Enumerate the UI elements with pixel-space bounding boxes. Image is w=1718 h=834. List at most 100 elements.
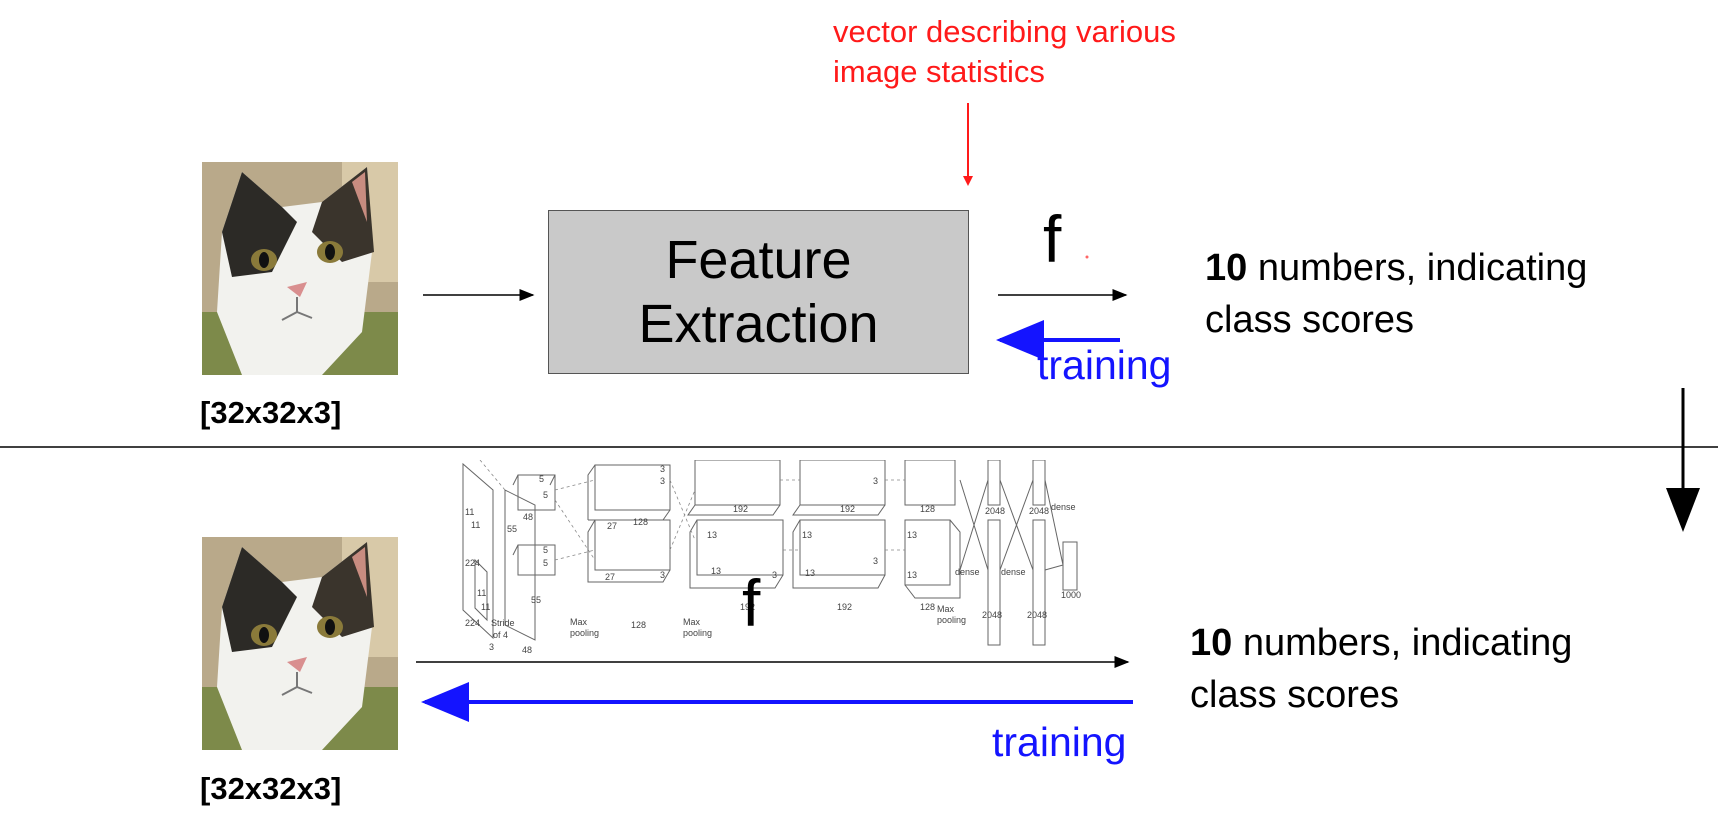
net-label-dense1: dense	[955, 567, 980, 577]
conv3-bottom-block	[689, 519, 784, 589]
net-label-2048b: 2048	[1029, 506, 1049, 516]
conv4-bottom-block	[792, 519, 886, 589]
net-label-3c: 3	[660, 476, 665, 486]
net-label-128b: 128	[631, 620, 646, 630]
feature-extraction-box: Feature Extraction	[548, 210, 969, 374]
net-label-dense3: dense	[1051, 502, 1076, 512]
net-label-maxpool3a: Max	[937, 604, 955, 614]
net-label-2048a: 2048	[985, 506, 1005, 516]
net-label-of4: of 4	[493, 630, 508, 640]
net-label-192b: 192	[740, 602, 755, 612]
net-label-55a: 55	[507, 524, 517, 534]
bottom-training-label: training	[992, 719, 1127, 765]
net-label-3e: 3	[772, 570, 777, 580]
dashed-connections	[479, 460, 905, 561]
net-label-maxpool1a: Max	[570, 617, 588, 627]
net-label-27a: 27	[607, 521, 617, 531]
net-label-2048c: 2048	[982, 610, 1002, 620]
net-label-5b: 5	[543, 490, 548, 500]
net-label-13b: 13	[711, 566, 721, 576]
annotation-line-1: vector describing various	[833, 14, 1176, 49]
net-label-128c: 128	[920, 504, 935, 514]
net-label-11d: 11	[481, 602, 490, 612]
input-volume	[462, 462, 494, 640]
conv1-lower	[512, 544, 556, 576]
input-volume-front	[474, 558, 488, 622]
bottom-function-label: f	[742, 566, 761, 640]
net-label-maxpool1b: pooling	[570, 628, 599, 638]
net-label-27b: 27	[605, 572, 615, 582]
conv2-bottom-block	[587, 519, 671, 583]
net-label-11a: 11	[465, 507, 474, 517]
net-label-192c: 192	[840, 504, 855, 514]
net-label-3a: 3	[489, 642, 494, 652]
feature-vector-annotation: vector describing various image statisti…	[833, 12, 1253, 92]
net-label-maxpool2a: Max	[683, 617, 701, 627]
transition-arrowhead	[1666, 488, 1700, 532]
feature-extraction-line-1: Feature	[665, 230, 852, 290]
bottom-output-count: 10	[1190, 622, 1233, 664]
net-label-5d: 5	[543, 558, 548, 568]
net-label-3b: 3	[660, 464, 665, 474]
dense-column-2-bottom	[1032, 519, 1046, 646]
top-output-text-1: numbers, indicating	[1247, 247, 1588, 289]
net-label-1000: 1000	[1061, 590, 1081, 600]
net-label-224a: 224	[465, 558, 480, 568]
bottom-output-text-1: numbers, indicating	[1232, 622, 1573, 664]
conv3-top-block	[687, 460, 781, 516]
dense-column-1-top	[987, 460, 1001, 506]
net-label-11b: 11	[471, 520, 480, 530]
net-label-13a: 13	[707, 530, 717, 540]
conv2-top-block	[587, 464, 671, 521]
conv4-top-block	[792, 460, 886, 516]
conv5-top-block	[904, 460, 956, 506]
cat-image-top	[202, 162, 398, 375]
net-label-11c: 11	[477, 588, 486, 598]
conv1-volume	[504, 489, 536, 641]
dense-column-2-top	[1032, 460, 1046, 506]
net-label-55b: 55	[531, 595, 541, 605]
net-label-48a: 48	[523, 512, 533, 522]
top-output-text-2: class scores	[1205, 299, 1415, 341]
top-output-count: 10	[1205, 247, 1248, 289]
net-label-stride: Stride	[491, 618, 515, 628]
net-label-13d: 13	[805, 568, 815, 578]
bottom-input-size-label: [32x32x3]	[200, 771, 342, 806]
net-label-224b: 224	[465, 618, 480, 628]
feature-extraction-line-2: Extraction	[638, 294, 879, 354]
net-label-maxpool3b: pooling	[937, 615, 966, 625]
annotation-line-2: image statistics	[833, 54, 1045, 89]
net-label-192d: 192	[837, 602, 852, 612]
top-output-description: 10 numbers, indicating class scores	[1205, 242, 1587, 346]
top-input-size-label: [32x32x3]	[200, 395, 342, 430]
top-training-label: training	[1037, 342, 1172, 388]
net-label-3g: 3	[873, 556, 878, 566]
net-label-3d: 3	[660, 570, 665, 580]
net-label-2048d: 2048	[1027, 610, 1047, 620]
net-label-128d: 128	[920, 602, 935, 612]
top-function-label: f	[1043, 202, 1062, 276]
net-label-13c: 13	[802, 530, 812, 540]
stray-dot	[1085, 255, 1089, 259]
net-label-dense2: dense	[1001, 567, 1026, 577]
net-label-13f: 13	[907, 570, 917, 580]
net-label-13e: 13	[907, 530, 917, 540]
output-column	[1062, 541, 1078, 591]
net-label-48b: 48	[522, 645, 532, 655]
net-label-maxpool2b: pooling	[683, 628, 712, 638]
annotation-arrowhead	[963, 176, 973, 186]
cnn-architecture-diagram: 11 11 224 11 11 224 Stride of 4 3 48 5 5…	[462, 460, 1081, 655]
net-label-192a: 192	[733, 504, 748, 514]
conv1-top	[512, 474, 556, 511]
net-label-3f: 3	[873, 476, 878, 486]
conv5-bottom-block	[904, 519, 961, 599]
dense-connections	[959, 479, 1064, 571]
cat-image-bottom	[202, 537, 398, 750]
dense-column-1-bottom	[987, 519, 1001, 646]
net-label-5a: 5	[539, 474, 544, 484]
bottom-output-description: 10 numbers, indicating class scores	[1190, 617, 1572, 721]
net-label-5c: 5	[543, 545, 548, 555]
bottom-output-text-2: class scores	[1190, 674, 1400, 716]
net-label-128a: 128	[633, 517, 648, 527]
